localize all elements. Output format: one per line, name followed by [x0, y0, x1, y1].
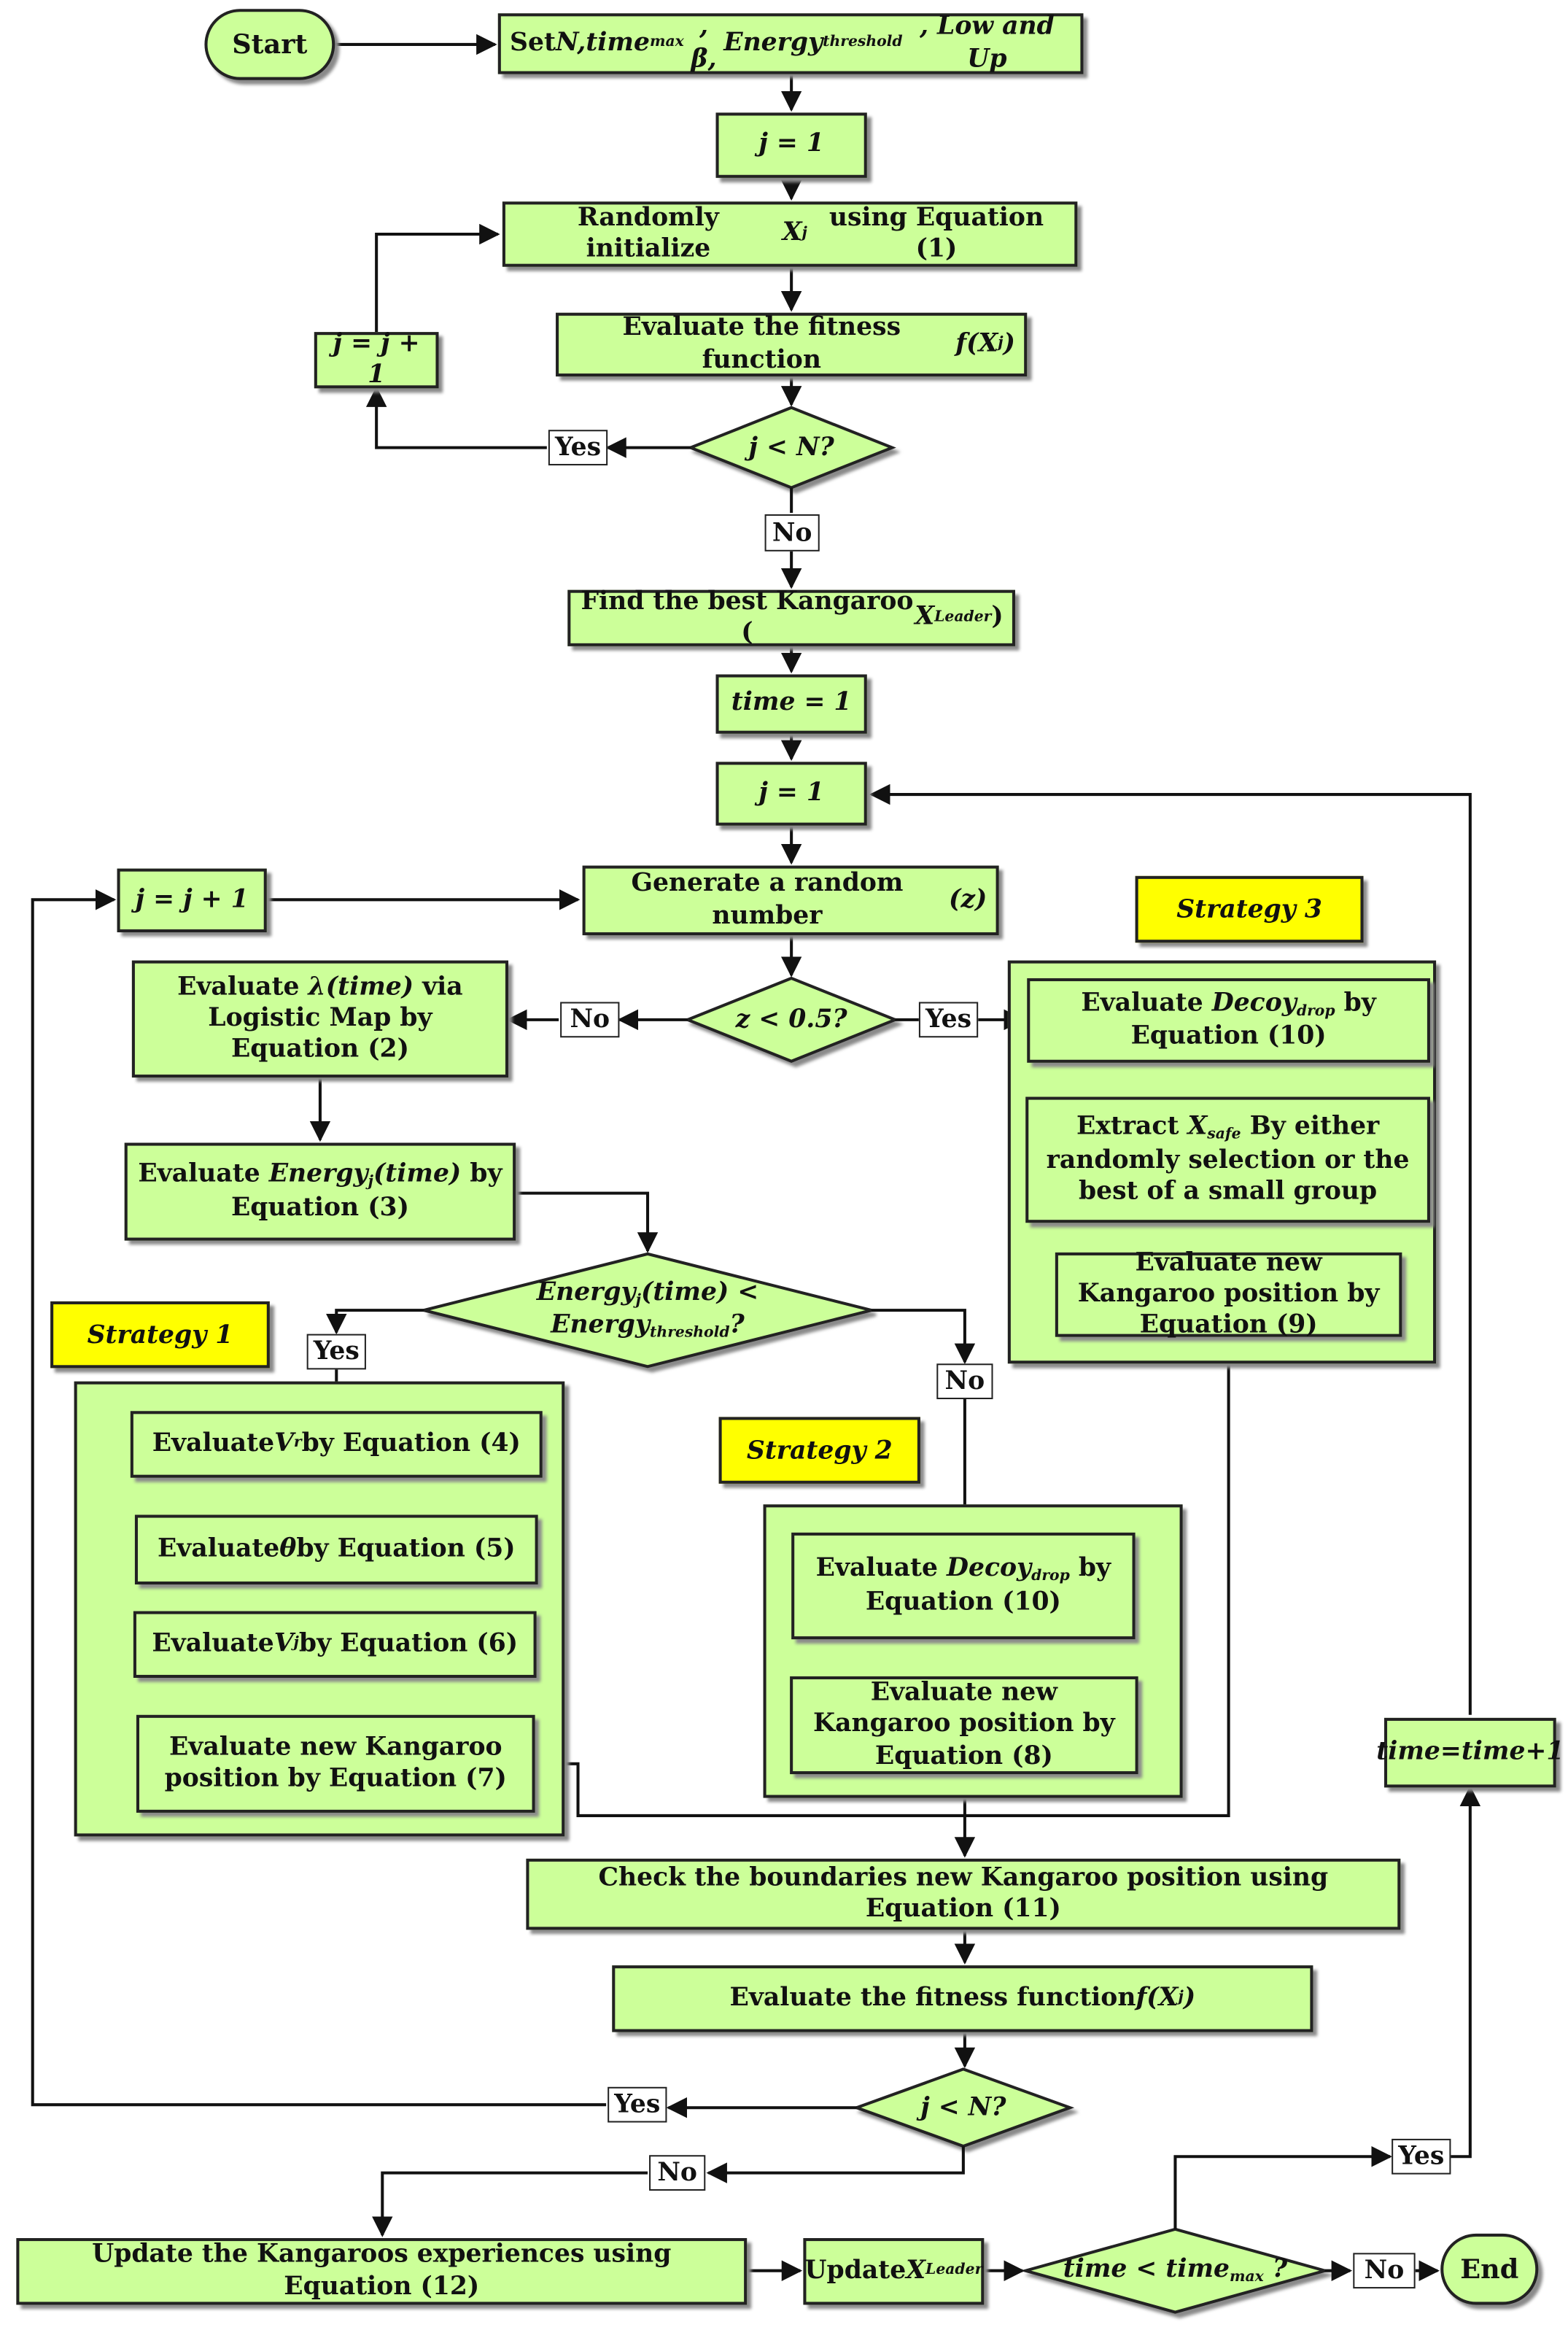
- time-increment-box: time=time+1: [1376, 1717, 1564, 1788]
- end-terminal: End: [1440, 2233, 1539, 2305]
- yes-label-energy: Yes: [306, 1334, 366, 1370]
- s1-eval-theta-box: Evaluate θ by Equation (5): [134, 1514, 538, 1584]
- no-label-z: No: [560, 1002, 620, 1038]
- j-init-box-2: j = 1: [715, 762, 867, 826]
- eval-energy-box: Evaluate Energyj(time) by Equation (3): [124, 1142, 516, 1241]
- s3-new-position-box: Evaluate new Kangaroo position by Equati…: [1055, 1247, 1402, 1340]
- check-boundaries-box: Check the boundaries new Kangaroo positi…: [526, 1858, 1401, 1930]
- update-experiences-box: Update the Kangaroos experiences using E…: [16, 2238, 748, 2305]
- yes-label-2: Yes: [608, 2086, 667, 2123]
- j-increment-box-2: j = j + 1: [117, 868, 267, 933]
- no-label-1: No: [764, 514, 820, 551]
- s3-eval-decoy-box: Evaluate Decoydrop by Equation (10): [1027, 978, 1430, 1063]
- strategy-1-label: Strategy 1: [50, 1301, 270, 1369]
- eval-lambda-box: Evaluate λ(time) via Logistic Map by Equ…: [131, 960, 509, 1078]
- decision-energy: [423, 1252, 872, 1369]
- no-label-time: No: [1353, 2253, 1416, 2289]
- no-label-2: No: [649, 2155, 706, 2191]
- no-label-energy: No: [936, 1363, 993, 1400]
- decision-j-lt-n-1-text: j < N?: [748, 432, 834, 462]
- s3-extract-xsafe-box: Extract Xsafe By either randomly selecti…: [1025, 1096, 1430, 1223]
- decision-z: [683, 976, 899, 1063]
- j-increment-box-1: j = j + 1: [314, 329, 439, 390]
- strategy-3-label: Strategy 3: [1135, 875, 1364, 943]
- j-init-box-1: j = 1: [715, 112, 867, 178]
- s1-new-position-box: Evaluate new Kangaroo position by Equati…: [136, 1714, 535, 1813]
- strategy-2-label: Strategy 2: [718, 1417, 920, 1484]
- yes-label-1: Yes: [548, 430, 608, 465]
- start-terminal: Start: [204, 9, 335, 80]
- decision-time: [1020, 2227, 1331, 2314]
- time-init-box: time = 1: [715, 674, 867, 734]
- decision-energy-text: Energyj(time) <Energythreshold?: [536, 1277, 759, 1342]
- decision-time-text: time < timemax ?: [1063, 2254, 1288, 2286]
- random-z-box: Generate a random number (z): [582, 865, 999, 936]
- s2-new-position-box: Evaluate new Kangaroo position by Equati…: [790, 1676, 1138, 1775]
- decision-z-text: z < 0.5?: [735, 1005, 847, 1034]
- yes-label-time: Yes: [1392, 2138, 1451, 2175]
- yes-label-z: Yes: [918, 1002, 979, 1038]
- s2-eval-decoy-box: Evaluate Decoydrop by Equation (10): [791, 1532, 1136, 1640]
- decision-j-lt-n-2-text: j < N?: [920, 2092, 1006, 2123]
